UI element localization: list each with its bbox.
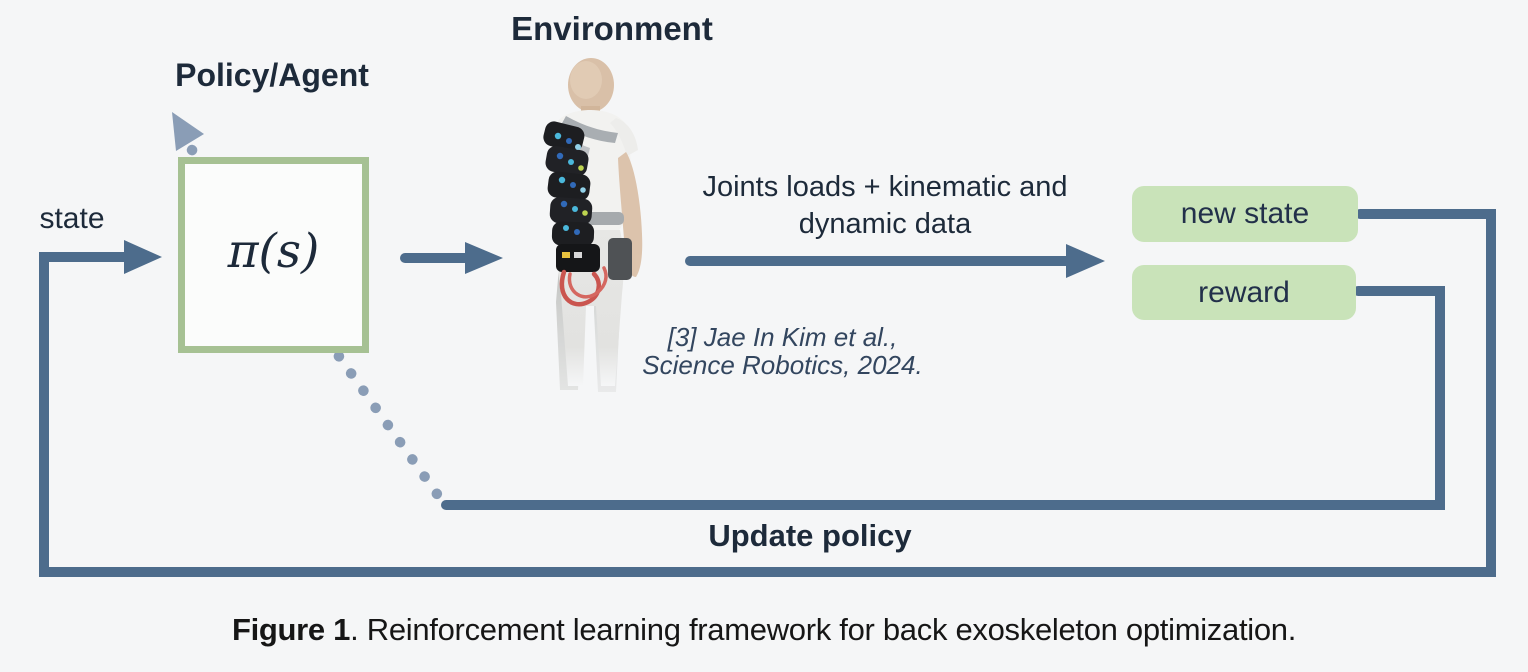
- state-feedback-line: [39, 209, 1496, 577]
- person-sleeve: [610, 118, 638, 156]
- exo-controller-light: [562, 252, 570, 258]
- exo-spine: [543, 121, 595, 247]
- env-output-label-line2: dynamic data: [798, 208, 972, 240]
- exo-shoulder-strap: [561, 116, 618, 143]
- citation-line1: [3] Jae In Kim et al.,: [667, 322, 898, 352]
- exo-controller-label: [574, 252, 582, 258]
- update-policy-line: [441, 286, 1445, 510]
- update-policy-label: Update policy: [708, 518, 912, 553]
- action-arrowhead-icon: [465, 242, 503, 274]
- env-output-arrowhead-icon: [1066, 244, 1105, 278]
- policy-box: [178, 157, 369, 353]
- env-output-label-line1: Joints loads + kinematic and: [702, 171, 1068, 203]
- figure-caption-text: . Reinforcement learning framework for b…: [350, 612, 1297, 647]
- figure-caption-label: Figure 1: [231, 612, 351, 647]
- state-label: state: [39, 202, 105, 235]
- exo-spine-pattern: [554, 132, 588, 235]
- exo-red-cable: [559, 269, 602, 307]
- environment-title: Environment: [511, 10, 713, 47]
- exo-red-cable-2: [567, 266, 608, 299]
- reward-box: reward: [1132, 265, 1356, 320]
- dotted-arrowhead-icon: [172, 112, 204, 151]
- state-arrowhead-icon: [124, 240, 162, 274]
- citation-line2: Science Robotics, 2024.: [642, 350, 923, 380]
- exoskeleton-person-image: [543, 58, 643, 392]
- figure-caption: Figure 1. Reinforcement learning framewo…: [0, 612, 1528, 648]
- person-arm: [618, 152, 643, 277]
- new-state-box: new state: [1132, 186, 1358, 242]
- exo-hip-pouch: [608, 238, 632, 280]
- person-head-highlight: [570, 61, 602, 99]
- policy-agent-title: Policy/Agent: [175, 57, 369, 93]
- policy-formula: π(s): [227, 224, 320, 279]
